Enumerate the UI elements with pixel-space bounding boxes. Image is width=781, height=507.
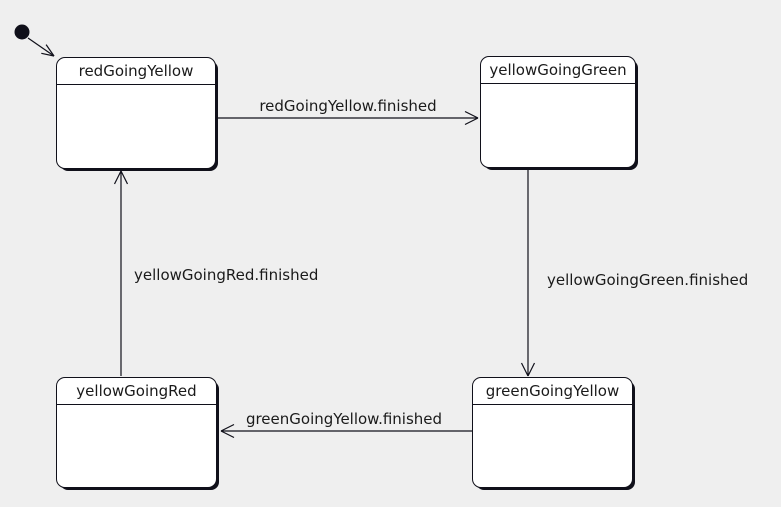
- transition-label-greenyellow-to-yellowred[interactable]: greenGoingYellow.finished: [245, 410, 443, 428]
- transition-label-red-to-yellowgreen[interactable]: redGoingYellow.finished: [259, 97, 437, 115]
- transition-label-yellowgreen-to-greenyellow[interactable]: yellowGoingGreen.finished: [547, 271, 749, 289]
- transition-line-yellowgreen-to-greenyellow[interactable]: [520, 169, 536, 377]
- transition-label-yellowred-to-red[interactable]: yellowGoingRed.finished: [134, 266, 319, 284]
- transition-line-greenyellow-to-yellowred[interactable]: [220, 423, 472, 439]
- initial-state-icon[interactable]: [14, 24, 55, 57]
- state-greenGoingYellow[interactable]: greenGoingYellow: [472, 377, 633, 488]
- transition-line-yellowred-to-red[interactable]: [113, 170, 129, 376]
- transition-line-red-to-yellowgreen[interactable]: [216, 110, 479, 126]
- state-yellowGoingGreen[interactable]: yellowGoingGreen: [480, 56, 636, 168]
- state-redGoingYellow[interactable]: redGoingYellow: [56, 57, 216, 169]
- state-title: yellowGoingGreen: [481, 57, 635, 84]
- state-title: redGoingYellow: [57, 58, 215, 85]
- state-title: yellowGoingRed: [57, 378, 216, 405]
- state-title: greenGoingYellow: [473, 378, 632, 405]
- state-yellowGoingRed[interactable]: yellowGoingRed: [56, 377, 217, 488]
